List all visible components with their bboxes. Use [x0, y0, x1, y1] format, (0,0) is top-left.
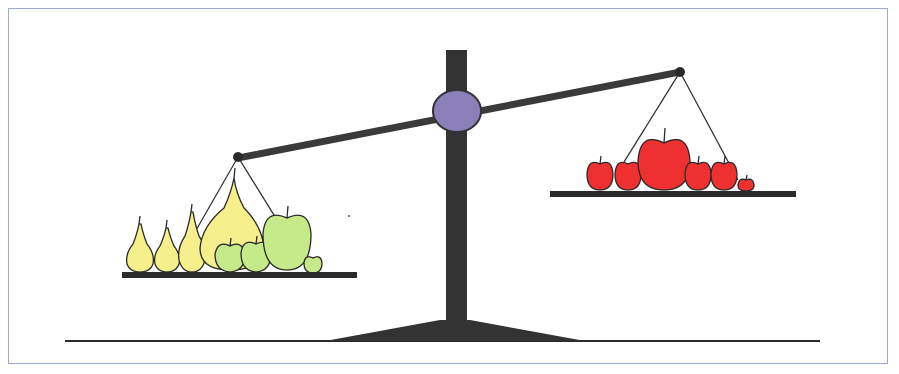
red-apple-icon — [710, 155, 738, 191]
right-string — [623, 71, 681, 163]
pear-icon — [125, 215, 155, 273]
red-apple-icon — [684, 155, 712, 191]
pear-icon — [153, 219, 181, 273]
scale-base — [325, 320, 585, 341]
left-string — [194, 156, 239, 233]
large-green-apple-icon — [262, 205, 312, 271]
small-green-apple-icon — [303, 256, 323, 274]
small-red-apple-icon — [737, 174, 755, 192]
red-apple-icon — [586, 155, 614, 191]
speck — [348, 215, 350, 217]
pivot-icon — [432, 89, 482, 133]
left-pan — [122, 272, 357, 278]
right-pan-fruits — [586, 127, 755, 192]
right-pan — [550, 191, 796, 197]
red-apple-icon — [614, 161, 642, 191]
large-red-apple-icon — [637, 127, 691, 191]
left-pan-fruits — [125, 167, 323, 274]
